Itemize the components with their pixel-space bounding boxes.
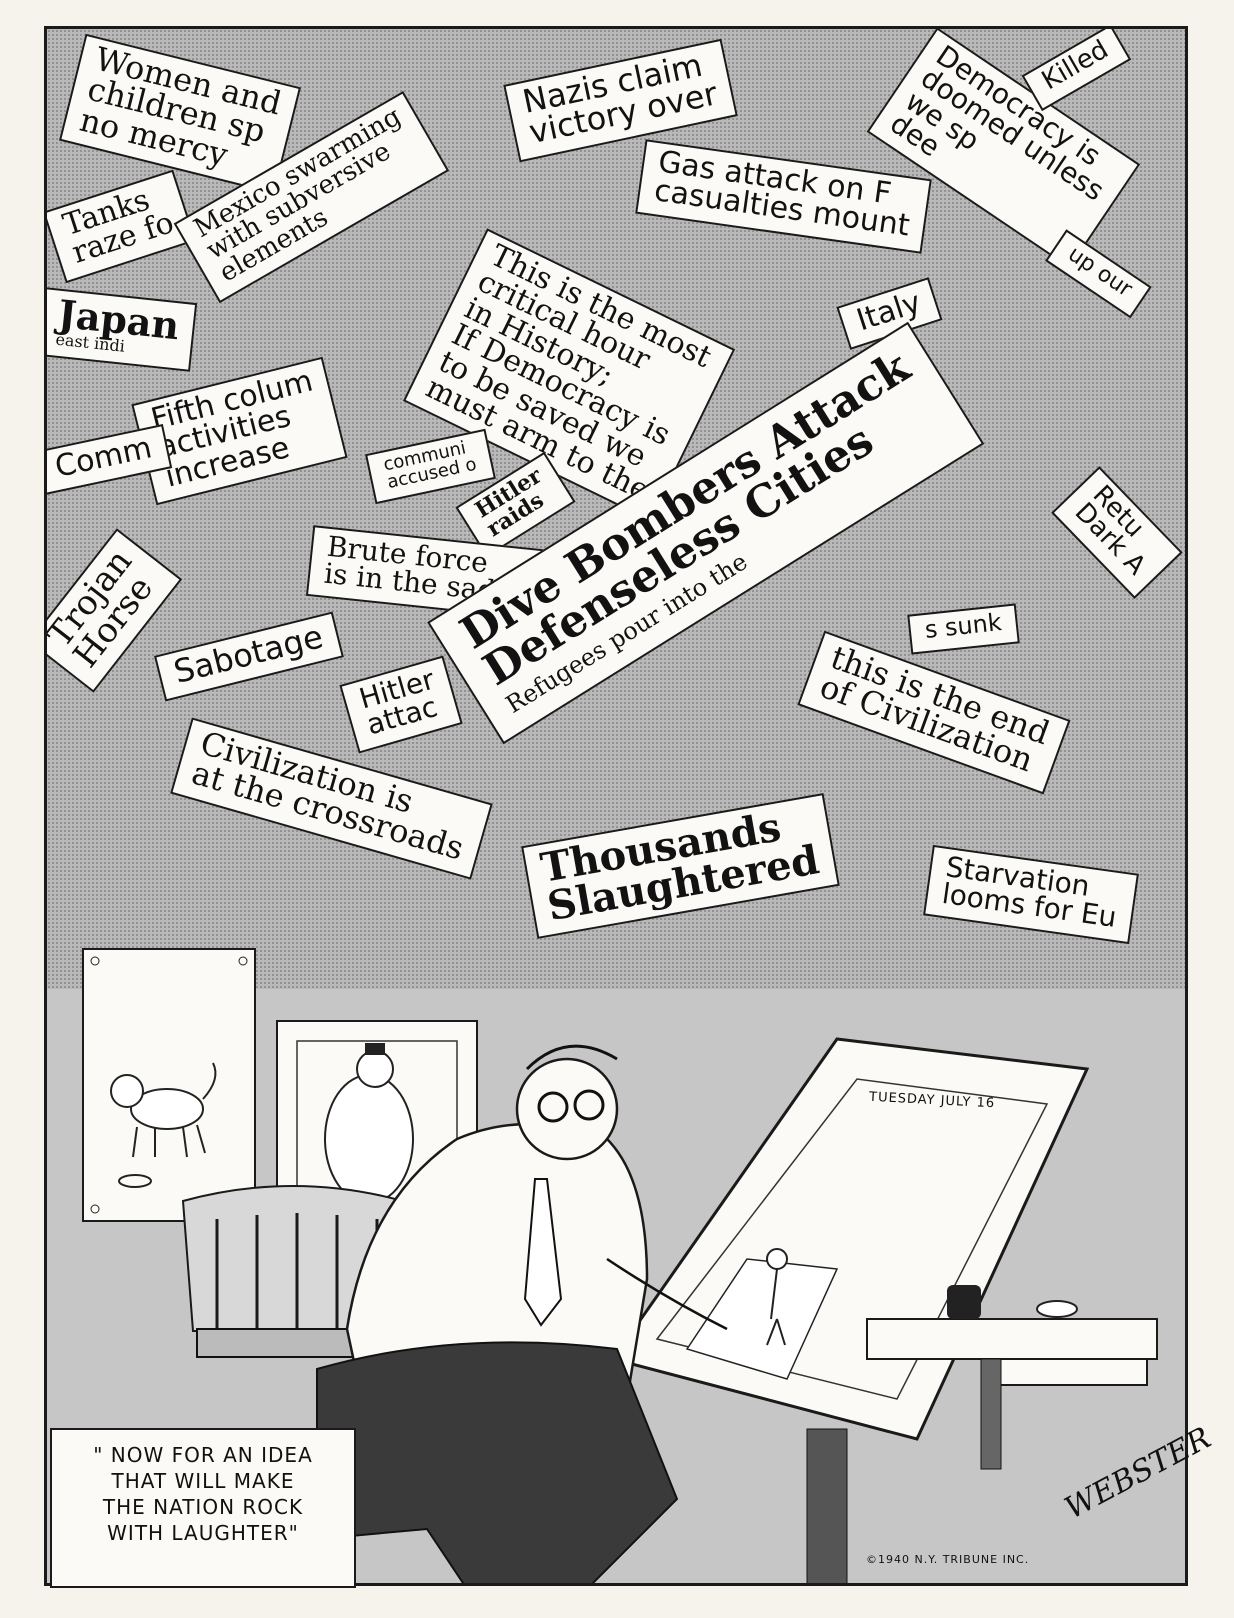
caption-line: THAT WILL MAKE bbox=[111, 1469, 295, 1493]
copyright-notice: ©1940 N.Y. TRIBUNE INC. bbox=[866, 1553, 1030, 1566]
caption-line: WITH LAUGHTER" bbox=[107, 1521, 299, 1545]
cartoon-frame: Women and children sp no mercy Tanks raz… bbox=[44, 26, 1188, 1586]
caption-line: " NOW FOR AN IDEA bbox=[93, 1443, 313, 1467]
drawing-board bbox=[610, 1037, 1090, 1583]
studio-scene bbox=[47, 948, 1185, 1583]
cartoon-caption: " NOW FOR AN IDEA THAT WILL MAKE THE NAT… bbox=[50, 1428, 356, 1588]
caption-line: THE NATION ROCK bbox=[102, 1495, 304, 1519]
side-table bbox=[866, 1285, 1158, 1470]
dog-poster bbox=[82, 948, 256, 1222]
cartoonist-figure bbox=[316, 1044, 728, 1583]
headline-line: s sunk bbox=[923, 608, 1003, 644]
